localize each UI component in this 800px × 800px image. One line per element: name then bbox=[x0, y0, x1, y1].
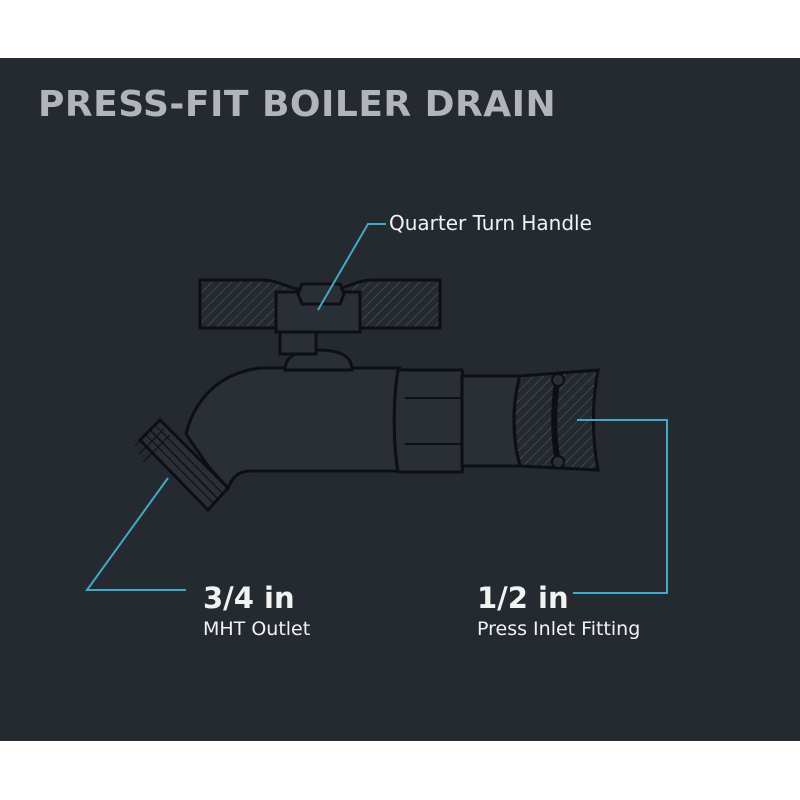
handle-nut bbox=[296, 282, 346, 306]
outlet-callout: 3/4 in MHT Outlet bbox=[203, 582, 310, 641]
handle-callout-label: Quarter Turn Handle bbox=[389, 211, 592, 235]
mht-outlet-threads bbox=[134, 417, 231, 513]
inlet-type: Press Inlet Fitting bbox=[477, 618, 641, 640]
outlet-type: MHT Outlet bbox=[203, 618, 311, 640]
diagram-panel: PRESS-FIT BOILER DRAIN Quarter Turn Hand… bbox=[0, 58, 800, 741]
valve-body bbox=[184, 366, 402, 491]
valve-drawing bbox=[85, 223, 668, 594]
inlet-size: 1/2 in bbox=[477, 581, 569, 615]
handle-leader-line bbox=[317, 223, 386, 311]
outlet-size: 3/4 in bbox=[203, 581, 295, 615]
page-title: PRESS-FIT BOILER DRAIN bbox=[38, 84, 557, 125]
press-inlet-fitting bbox=[460, 368, 600, 472]
hex-section bbox=[392, 368, 468, 474]
outlet-leader-line bbox=[85, 477, 186, 591]
inlet-callout: 1/2 in Press Inlet Fitting bbox=[477, 582, 640, 641]
inlet-leader-line bbox=[573, 419, 668, 594]
